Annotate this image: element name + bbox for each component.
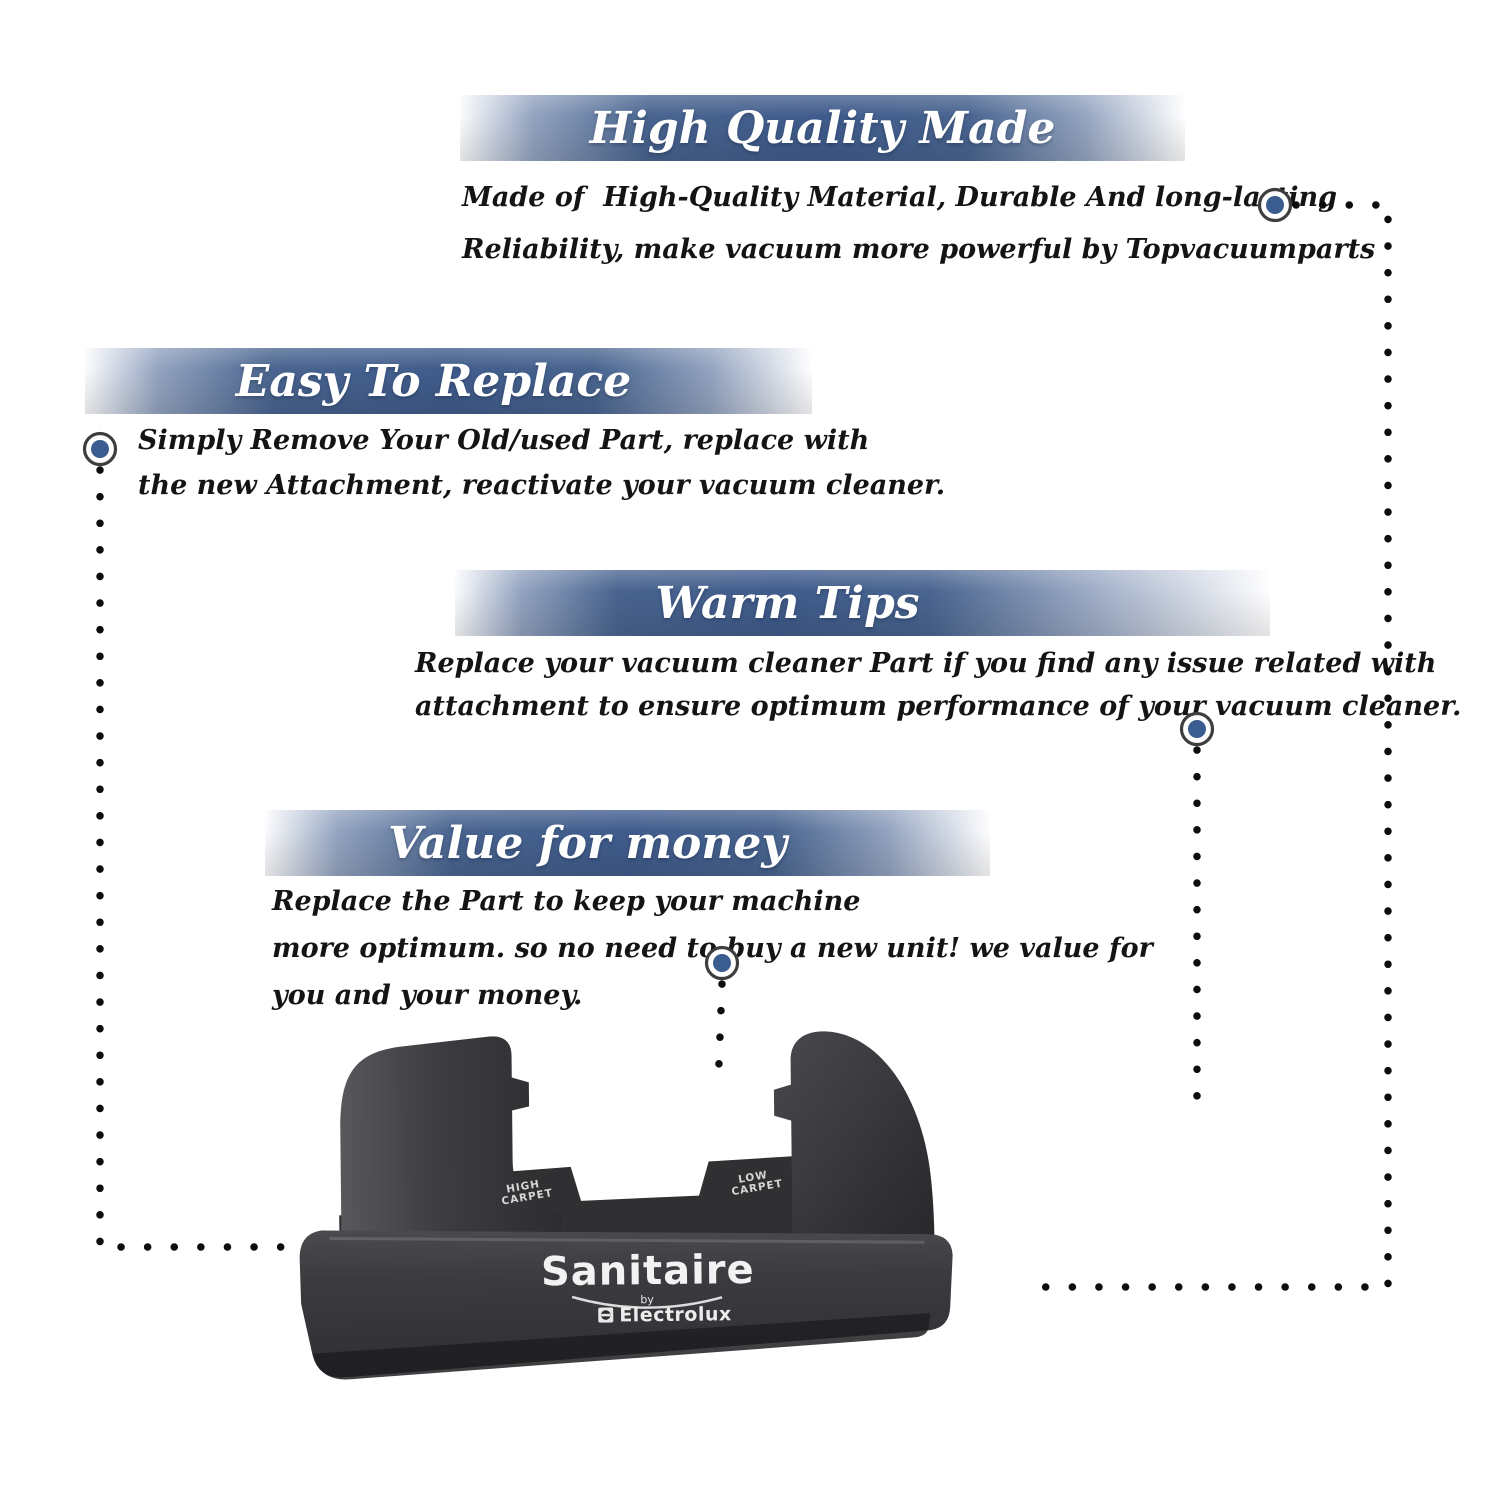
section-body-easy-replace: Simply Remove Your Old/used Part, replac… — [138, 418, 945, 508]
brand-logo: Sanitaire by Electrolux — [541, 1247, 755, 1326]
right-arm — [773, 1031, 935, 1244]
panel-highlight — [329, 1236, 925, 1244]
banner-value-for-money: Value for money — [265, 810, 990, 876]
section-title: Warm Tips — [655, 577, 920, 629]
body-line: attachment to ensure optimum performance… — [415, 691, 1462, 722]
section-title: Value for money — [388, 817, 787, 869]
body-line: Reliability, make vacuum more powerful b… — [462, 234, 1376, 265]
connector-marker-easy-replace — [82, 431, 118, 467]
byline-text: by — [640, 1293, 654, 1306]
electrolux-badge-icon — [598, 1307, 614, 1323]
body-line: Replace the Part to keep your machine — [272, 886, 861, 917]
product-image: HIGH CARPET LOW CARPET Sanitaire by — [299, 1031, 953, 1380]
section-body-warm-tips: Replace your vacuum cleaner Part if you … — [415, 642, 1462, 728]
section-title: High Quality Made — [589, 102, 1056, 154]
vacuum-hood: HIGH CARPET LOW CARPET Sanitaire by — [299, 1031, 953, 1380]
banner-warm-tips: Warm Tips — [455, 570, 1270, 636]
body-line: Simply Remove Your Old/used Part, replac… — [138, 425, 870, 456]
banner-high-quality-made: High Quality Made — [460, 95, 1185, 161]
sub-brand-text: Electrolux — [619, 1303, 732, 1326]
dotted-line-easy-replace — [96, 466, 296, 1251]
left-arm — [340, 1036, 562, 1249]
body-line: Replace your vacuum cleaner Part if you … — [415, 648, 1437, 679]
body-line: more optimum. so no need to buy a new un… — [272, 933, 1153, 964]
body-line: the new Attachment, reactivate your vacu… — [138, 470, 946, 501]
brand-text: Sanitaire — [541, 1247, 755, 1295]
section-body-high-quality: Made of High-Quality Material, Durable A… — [462, 172, 1375, 276]
section-body-value-money: Replace the Part to keep your machine mo… — [272, 878, 1153, 1019]
body-line: you and your money. — [272, 980, 583, 1011]
dotted-line-high-quality — [1036, 201, 1392, 1291]
logo-swoosh — [571, 1295, 723, 1309]
section-title: Easy To Replace — [235, 355, 632, 407]
body-line: Made of High-Quality Material, Durable A… — [462, 182, 1338, 213]
panel-underside — [313, 1313, 931, 1380]
banner-easy-to-replace: Easy To Replace — [85, 348, 812, 414]
